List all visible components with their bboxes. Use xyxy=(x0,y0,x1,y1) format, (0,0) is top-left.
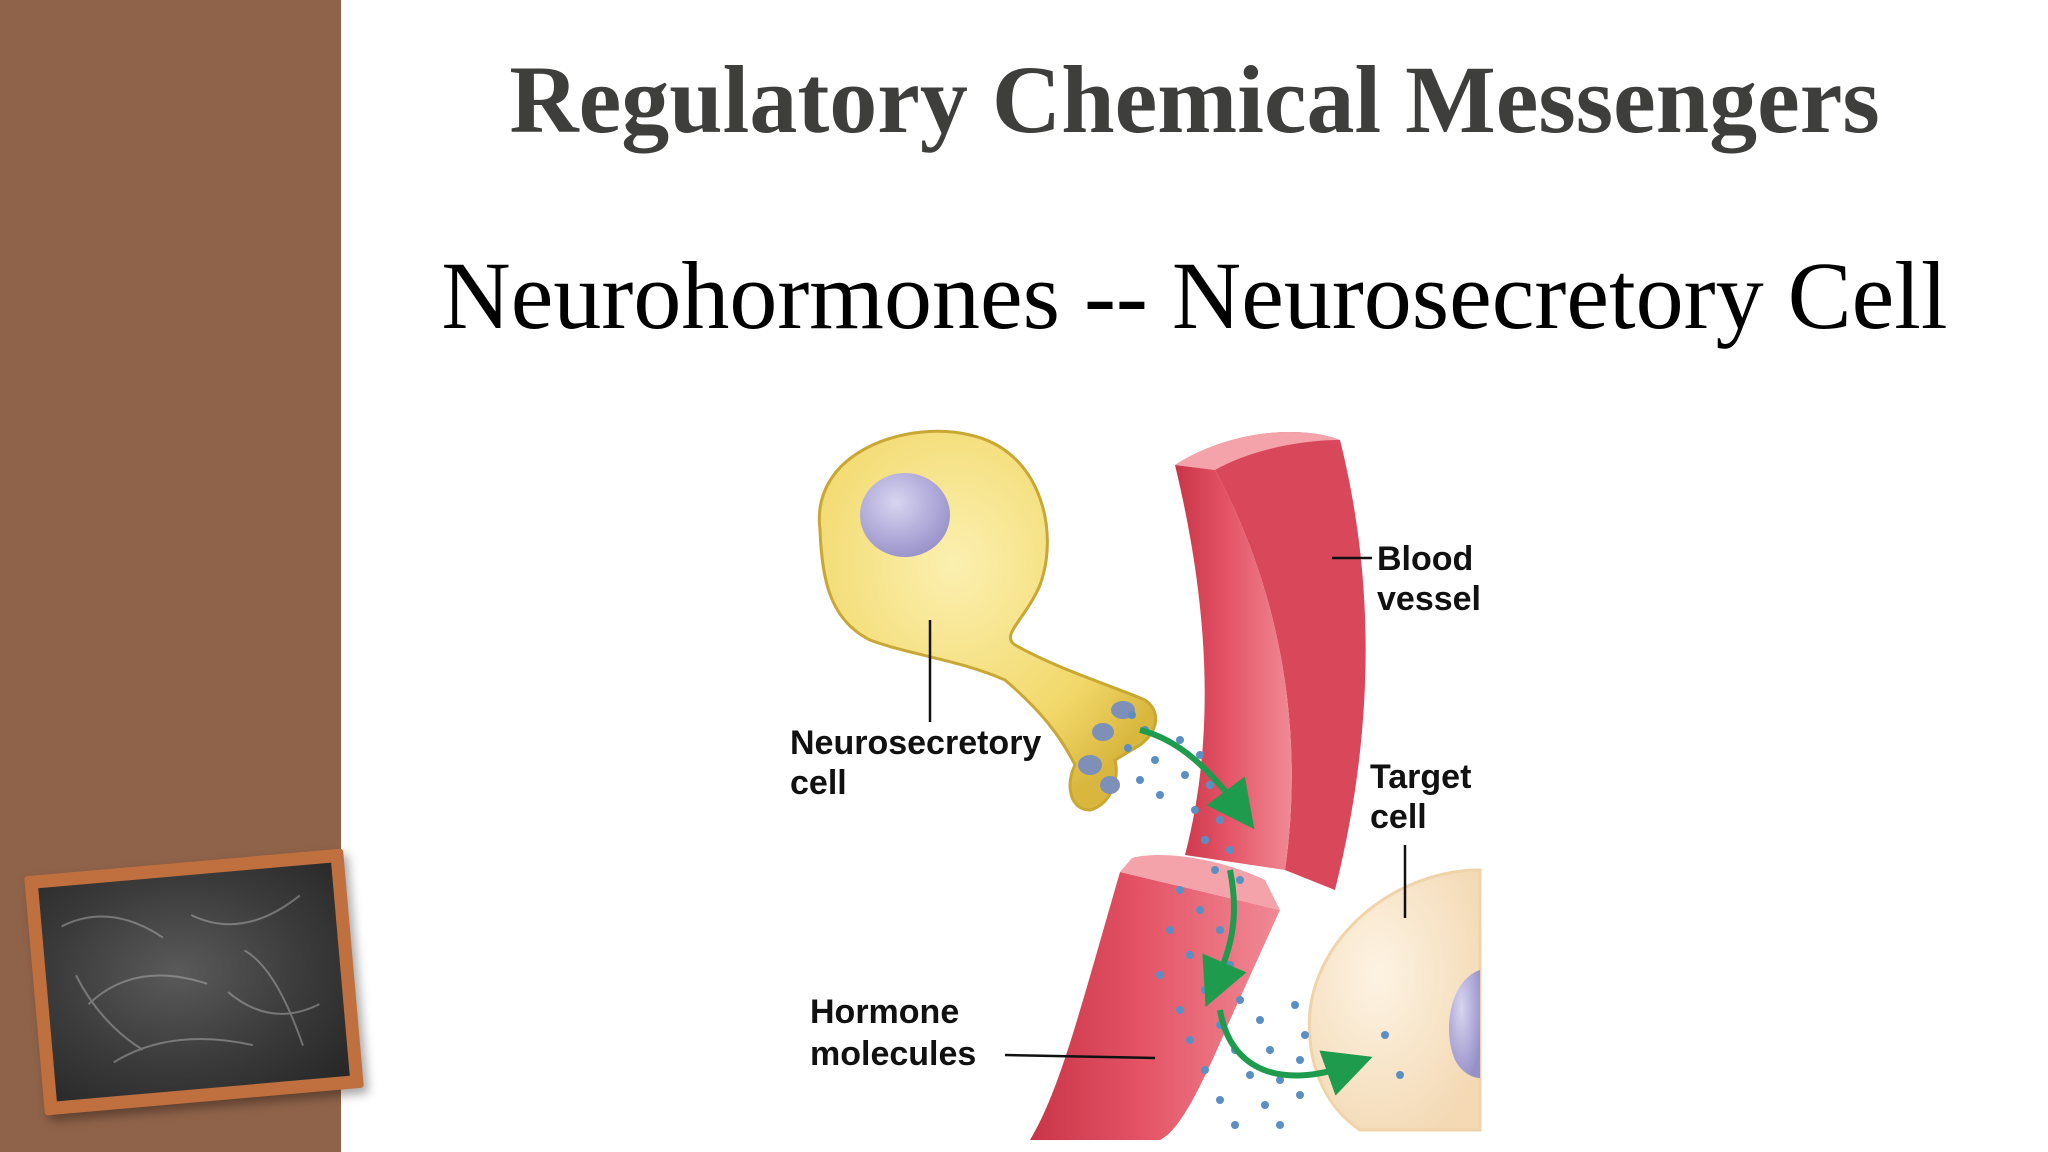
label-target-line2: cell xyxy=(1370,798,1427,836)
target-cell xyxy=(1307,868,1482,1132)
blood-vessel-upper xyxy=(1175,432,1366,890)
transport-arrows xyxy=(1139,727,1373,1096)
label-target-line1: Target xyxy=(1370,758,1471,796)
label-hormone-line1: Hormone xyxy=(810,993,959,1031)
label-neurosecretory-line2: cell xyxy=(790,764,847,802)
chalkboard-image xyxy=(24,848,364,1116)
slide-subtitle: Neurohormones -- Neurosecretory Cell xyxy=(441,242,1948,349)
neurosecretory-cell xyxy=(817,429,1158,812)
slide-title: Regulatory Chemical Messengers xyxy=(509,46,1880,153)
label-hormone-line2: molecules xyxy=(810,1035,976,1073)
chalkboard-surface xyxy=(38,862,350,1102)
label-blood-vessel-line2: vessel xyxy=(1377,580,1481,618)
blood-vessel-lower xyxy=(1030,854,1280,1140)
label-neurosecretory-line1: Neurosecretory xyxy=(790,724,1041,762)
leader-lines xyxy=(928,556,1407,1060)
label-blood-vessel-line1: Blood xyxy=(1377,540,1473,578)
neurohormone-diagram: Blood vessel Neurosecretory cell Target … xyxy=(790,429,1482,1140)
